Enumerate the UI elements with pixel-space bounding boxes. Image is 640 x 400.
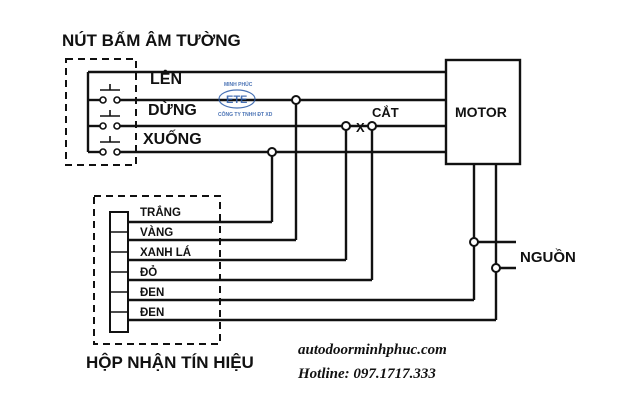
push-button-stop-symbol xyxy=(99,110,121,130)
wire-black-2 xyxy=(128,164,498,322)
company-logo: MINH PHÚC ETE CÔNG TY TNHH ĐT XD xyxy=(218,81,273,118)
button-label-down: XUỐNG xyxy=(143,128,202,148)
wire-label-black-2: ĐEN xyxy=(140,307,164,319)
wire-down-line xyxy=(86,126,446,154)
wall-button-box xyxy=(65,58,137,166)
wire-yellow xyxy=(128,100,298,242)
svg-text:ETE: ETE xyxy=(226,94,247,106)
wire-white xyxy=(128,152,274,224)
cut-label: CẮT xyxy=(372,105,399,120)
wire-label-red: ĐỎ xyxy=(140,266,157,279)
power-label: NGUỒN xyxy=(520,248,576,266)
hotline-text: Hotline: 097.1717.333 xyxy=(297,366,436,382)
junction-dots xyxy=(267,95,501,273)
receiver-title: HỘP NHẬN TÍN HIỆU xyxy=(86,353,254,372)
website-text: autodoorminhphuc.com xyxy=(298,342,447,358)
motor-label: MOTOR xyxy=(455,104,507,120)
wall-button-title: NÚT BẤM ÂM TƯỜNG xyxy=(62,31,241,50)
wire-label-green: XANH LÁ xyxy=(140,246,191,259)
wire-label-yellow: VÀNG xyxy=(140,226,173,239)
wire-label-black-1: ĐEN xyxy=(140,287,164,299)
receiver-box xyxy=(93,195,221,345)
wire-label-white: TRẮNG xyxy=(140,206,181,219)
button-label-stop: DỪNG xyxy=(148,100,197,119)
wire-green xyxy=(128,126,348,262)
push-button-up-symbol xyxy=(99,84,121,104)
wire-red xyxy=(128,126,374,282)
wire-stop-line xyxy=(86,100,446,128)
cut-mark: X xyxy=(356,120,365,135)
button-label-up: LÊN xyxy=(150,69,182,88)
terminal-block xyxy=(109,211,129,333)
svg-text:CÔNG TY TNHH ĐT XD: CÔNG TY TNHH ĐT XD xyxy=(218,110,273,118)
push-button-down-symbol xyxy=(99,136,121,156)
svg-text:MINH PHÚC: MINH PHÚC xyxy=(224,81,253,88)
wire-black-1 xyxy=(128,164,476,302)
wire-up-line xyxy=(86,70,446,102)
motor-box xyxy=(444,58,522,166)
